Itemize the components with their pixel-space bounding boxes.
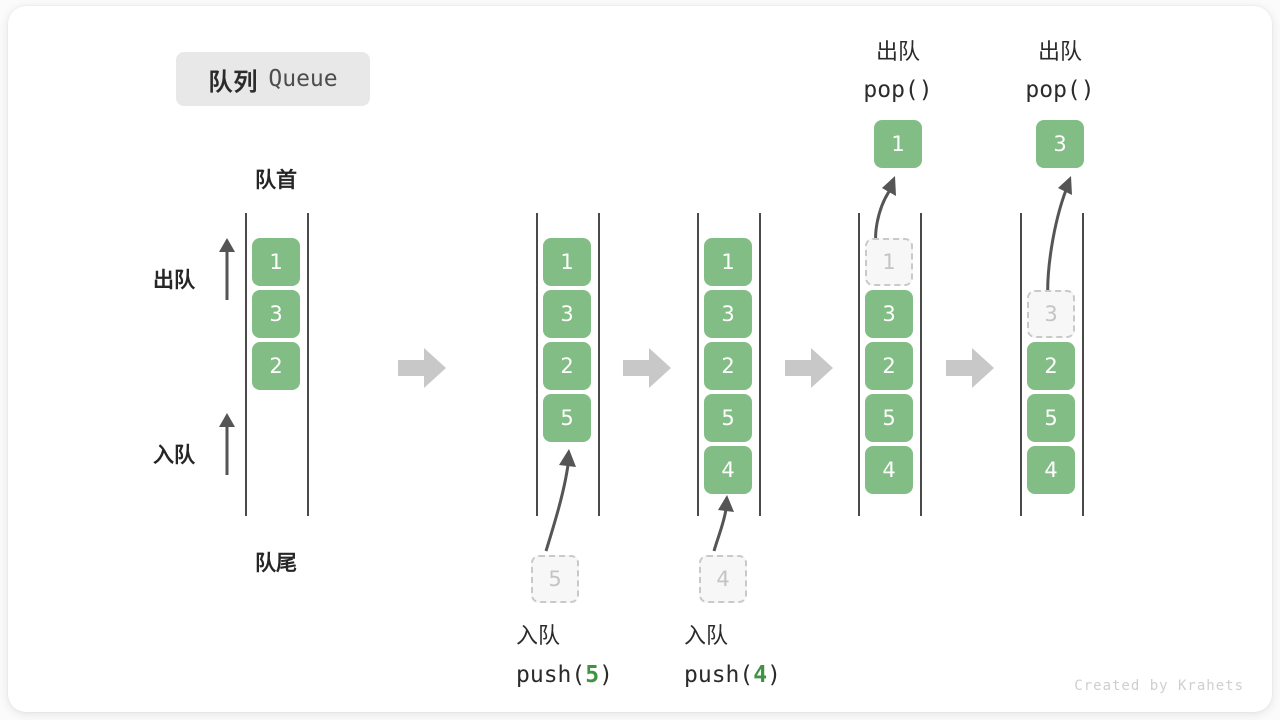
- diagram-card: 队列 Queue 队首 队尾 出队 入队 1 3 2 1 3 2 5: [8, 6, 1272, 712]
- transition-arrow-icon: [946, 348, 994, 388]
- credit-text: Created by Krahets: [1074, 678, 1244, 694]
- queue-element: 5: [1027, 394, 1075, 442]
- queue-element: 1: [252, 238, 300, 286]
- pop-caption-cn: 出队: [875, 40, 920, 65]
- queue-element: 3: [865, 290, 913, 338]
- queue-element: 4: [865, 446, 913, 494]
- dequeue-label: 出队: [153, 268, 195, 292]
- rail-left-4: [858, 213, 860, 516]
- queue-element: 4: [704, 446, 752, 494]
- queue-element: 2: [1027, 342, 1075, 390]
- title-cn: 队列: [208, 67, 259, 96]
- transition-arrow-icon: [785, 348, 833, 388]
- rear-label: 队尾: [255, 551, 297, 575]
- push-caption-code: push(4): [619, 656, 827, 695]
- push-code-suffix: ): [767, 662, 781, 688]
- push-code-prefix: push(: [684, 662, 754, 688]
- pop-code-text: pop(): [1025, 77, 1095, 103]
- rail-left-3: [697, 213, 699, 516]
- push-caption-cn: 入队: [684, 624, 729, 649]
- rail-left-2: [536, 213, 538, 516]
- enqueue-arrow-icon: [216, 413, 238, 475]
- queue-element: 5: [704, 394, 752, 442]
- rail-right-2: [598, 213, 600, 516]
- title-en: Queue: [268, 66, 338, 92]
- queue-element: 1: [704, 238, 752, 286]
- rail-left-5: [1020, 213, 1022, 516]
- queue-element: 3: [543, 290, 591, 338]
- push-caption-cn: 入队: [516, 624, 561, 649]
- push-code-prefix: push(: [516, 662, 586, 688]
- rail-left-1: [245, 213, 247, 516]
- queue-element: 2: [865, 342, 913, 390]
- pop-arrow-icon: [1018, 174, 1088, 304]
- push-caption-code: push(5): [451, 656, 659, 695]
- front-label: 队首: [255, 168, 297, 192]
- transition-arrow-icon: [398, 348, 446, 388]
- incoming-element-ghost: 4: [699, 555, 747, 603]
- queue-element-ghost: 1: [865, 238, 913, 286]
- queue-element-ghost: 3: [1027, 290, 1075, 338]
- rail-right-3: [759, 213, 761, 516]
- queue-element: 2: [252, 342, 300, 390]
- popped-element: 3: [1036, 120, 1084, 168]
- queue-element: 2: [704, 342, 752, 390]
- rail-right-5: [1082, 213, 1084, 516]
- pop-caption-code: pop(): [970, 71, 1150, 110]
- title-chip: 队列 Queue: [176, 52, 370, 106]
- transition-arrow-icon: [623, 348, 671, 388]
- enqueue-label: 入队: [153, 443, 195, 467]
- rail-right-4: [920, 213, 922, 516]
- pop-caption-cn: 出队: [1037, 40, 1082, 65]
- dequeue-arrow-icon: [216, 238, 238, 300]
- queue-element: 1: [543, 238, 591, 286]
- queue-element: 3: [252, 290, 300, 338]
- push-code-number: 5: [585, 662, 600, 688]
- push-code-suffix: ): [599, 662, 613, 688]
- queue-element: 5: [543, 394, 591, 442]
- queue-element: 3: [704, 290, 752, 338]
- queue-element: 2: [543, 342, 591, 390]
- incoming-element-ghost: 5: [531, 555, 579, 603]
- pop-caption-code: pop(): [808, 71, 988, 110]
- queue-element: 5: [865, 394, 913, 442]
- queue-element: 4: [1027, 446, 1075, 494]
- push-arrow-icon: [698, 495, 748, 553]
- push-code-number: 4: [753, 662, 768, 688]
- pop-code-text: pop(): [863, 77, 933, 103]
- popped-element: 1: [874, 120, 922, 168]
- rail-right-1: [307, 213, 309, 516]
- push-arrow-icon: [528, 443, 588, 553]
